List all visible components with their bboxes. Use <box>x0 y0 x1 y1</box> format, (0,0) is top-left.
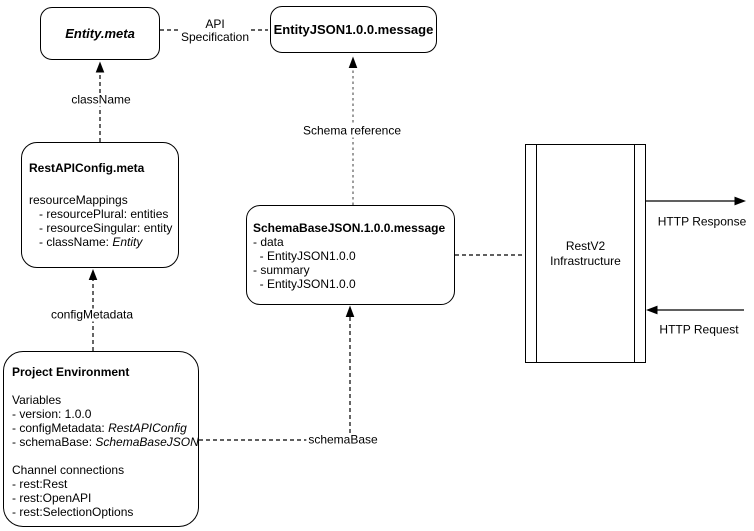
schemabase-connector <box>199 317 351 441</box>
entity-meta-title: Entity.meta <box>65 26 135 41</box>
rest-api-config-line: - resourcePlural: entities <box>29 207 169 221</box>
api-specification-label: API Specification <box>178 17 252 44</box>
classname-line-label: - className: <box>29 235 113 249</box>
schema-base-line: - data <box>253 235 284 249</box>
http-response-arrowhead <box>734 196 746 206</box>
node-project-environment: Project Environment Variables - version:… <box>3 351 199 527</box>
node-restv2-infrastructure: RestV2 Infrastructure <box>525 144 646 363</box>
config-line-label: - configMetadata: <box>12 421 109 435</box>
project-env-config-line: - configMetadata: RestAPIConfig <box>12 421 194 435</box>
restv2-label: RestV2 Infrastructure <box>550 239 621 269</box>
restv2-inner-line-left <box>536 145 538 362</box>
config-line-value: RestAPIConfig <box>108 421 187 435</box>
spacer <box>29 175 174 193</box>
node-entity-meta: Entity.meta <box>40 7 160 60</box>
restv2-inner-line-right <box>633 145 635 362</box>
node-entity-json: EntityJSON1.0.0.message <box>270 6 437 53</box>
api-specification-label-line1: API <box>205 17 225 31</box>
project-env-title: Project Environment <box>12 365 130 379</box>
spacer <box>12 379 194 393</box>
configmetadata-label: configMetadata <box>48 307 136 322</box>
schema-base-line: - EntityJSON1.0.0 <box>253 249 356 263</box>
entity-json-title: EntityJSON1.0.0.message <box>273 22 434 37</box>
http-request-label: HTTP Request <box>659 322 739 337</box>
schema-base-title: SchemaBaseJSON.1.0.0.message <box>253 221 446 235</box>
restv2-label-line1: RestV2 <box>565 238 606 253</box>
rest-api-config-line: - resourceSingular: entity <box>29 221 173 235</box>
schema-reference-label: Schema reference <box>300 123 404 138</box>
project-env-channels-header: Channel connections <box>12 463 125 477</box>
rest-api-config-line: resourceMappings <box>29 193 128 207</box>
schema-line-value: SchemaBaseJSON <box>95 435 199 449</box>
schema-base-line: - EntityJSON1.0.0 <box>253 277 356 291</box>
project-env-channel-line: - rest:Rest <box>12 477 68 491</box>
project-env-channel-line: - rest:OpenAPI <box>12 491 92 505</box>
schemabase-label: schemaBase <box>306 432 380 447</box>
schemabase-arrowhead <box>345 305 355 317</box>
project-env-version-line: - version: 1.0.0 <box>12 407 92 421</box>
rest-api-config-title: RestAPIConfig.meta <box>29 161 145 175</box>
schema-reference-arrowhead <box>348 56 358 68</box>
classname-label: className <box>69 92 133 107</box>
classname-arrowhead <box>95 61 105 73</box>
http-response-label: HTTP Response <box>657 214 747 229</box>
api-specification-label-line2: Specification <box>180 30 250 44</box>
configmetadata-arrowhead <box>88 269 98 280</box>
classname-line-value: Entity <box>112 235 143 249</box>
project-env-variables-header: Variables <box>12 393 62 407</box>
schema-base-line: - summary <box>253 263 310 277</box>
restv2-label-line2: Infrastructure <box>550 253 621 268</box>
project-env-channel-line: - rest:SelectionOptions <box>12 505 134 519</box>
spacer <box>12 449 194 463</box>
node-schema-base: SchemaBaseJSON.1.0.0.message - data - En… <box>246 205 455 305</box>
rest-api-config-classname-line: - className: Entity <box>29 235 174 249</box>
node-rest-api-config: RestAPIConfig.meta resourceMappings - re… <box>21 142 179 268</box>
project-env-schema-line: - schemaBase: SchemaBaseJSON <box>12 435 199 449</box>
http-request-arrowhead <box>646 305 658 315</box>
schema-line-label: - schemaBase: <box>12 435 96 449</box>
